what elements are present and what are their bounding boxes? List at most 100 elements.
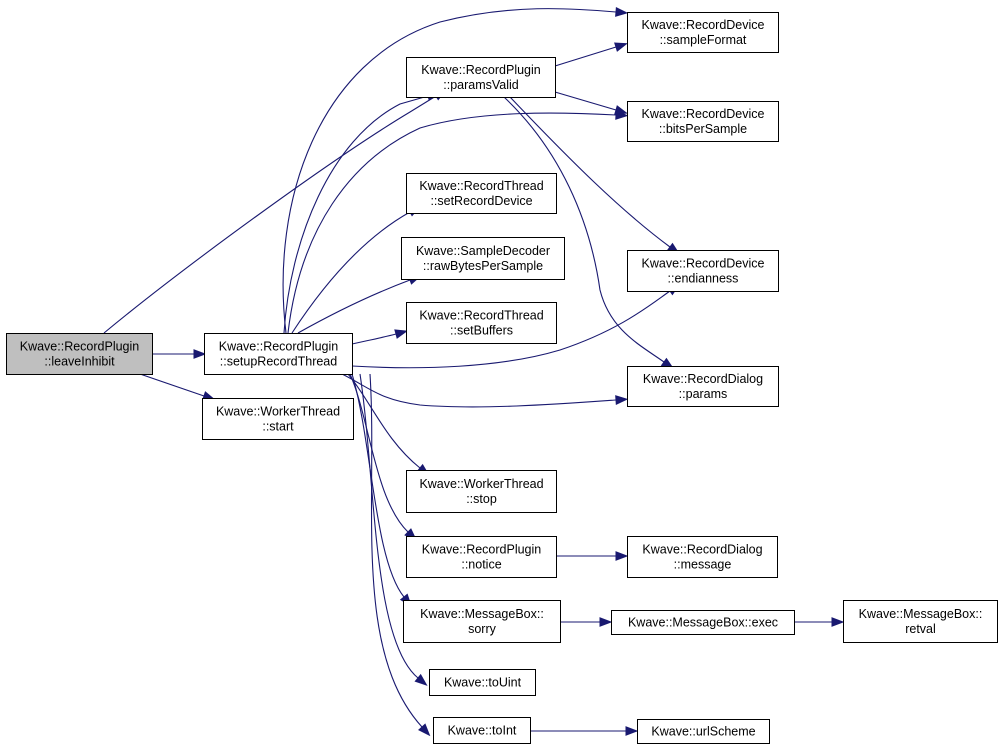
node-workerStart[interactable]: Kwave::WorkerThread::start [202,398,354,440]
node-box [406,470,557,513]
edge-sorry-to-exec [560,617,613,627]
edge-setupRecordThread-to-toUint [359,373,428,686]
node-label-line2: ::paramsValid [443,78,519,92]
edge-leaveInhibit-to-workerStart [139,373,216,401]
node-box [429,669,536,696]
node-label-line1: Kwave::toInt [448,724,517,738]
node-box [401,237,565,280]
node-setRecordDevice[interactable]: Kwave::RecordThread::setRecordDevice [406,173,557,214]
edge-paramsValid-to-bitsPerSample [554,91,628,115]
arrowhead-icon [615,395,629,405]
edge-setupRecordThread-to-rawBytesPerSample [297,275,422,334]
node-label-line1: Kwave::RecordDevice [642,107,765,121]
node-box [403,600,561,643]
edge-leaveInhibit-to-paramsValid [103,89,447,334]
node-label-line1: Kwave::WorkerThread [216,405,340,419]
edge-paramsValid-to-sampleFormat [554,42,628,67]
arrowhead-icon [414,673,428,686]
node-label-line2: retval [905,622,936,636]
edge-line [139,373,205,397]
edge-line [287,112,617,334]
arrowhead-icon [599,617,613,627]
node-workerStop[interactable]: Kwave::WorkerThread::stop [406,470,557,513]
node-box [406,302,557,344]
arrowhead-icon [418,723,431,737]
node-box [204,333,353,375]
node-label-line1: Kwave::RecordPlugin [20,340,140,354]
node-endianness[interactable]: Kwave::RecordDevice::endianness [627,250,779,292]
node-exec[interactable]: Kwave::MessageBox::exec [611,610,795,635]
node-label-line1: Kwave::RecordThread [419,309,543,323]
node-setupRecordThread[interactable]: Kwave::RecordPlugin::setupRecordThread [204,333,353,375]
node-label-line1: Kwave::RecordDialog [643,372,763,386]
node-bitsPerSample[interactable]: Kwave::RecordDevice::bitsPerSample [627,101,779,142]
node-retval[interactable]: Kwave::MessageBox::retval [843,600,998,643]
node-label-line2: ::setRecordDevice [430,194,532,208]
node-label-line2: ::params [679,387,728,401]
node-box [627,101,779,142]
node-label-line1: Kwave::MessageBox:: [420,607,544,621]
edge-line [351,290,671,369]
node-urlScheme[interactable]: Kwave::urlScheme [637,719,770,744]
node-box [637,719,770,744]
arrowhead-icon [614,105,628,115]
node-label-line2: ::leaveInhibit [44,355,115,369]
node-label-line1: Kwave::toUint [444,676,522,690]
edge-toInt-to-urlScheme [530,726,639,736]
edge-line [282,8,617,334]
edge-setupRecordThread-to-bitsPerSample [287,110,629,334]
node-box [406,173,557,214]
arrowhead-icon [193,349,207,359]
node-label-line1: Kwave::SampleDecoder [416,244,550,258]
arrowhead-icon [615,7,629,17]
node-label-line2: ::setupRecordThread [220,355,337,369]
edge-leaveInhibit-to-setupRecordThread [152,349,207,359]
edge-exec-to-retval [794,617,845,627]
node-sampleFormat[interactable]: Kwave::RecordDevice::sampleFormat [627,12,779,53]
edge-line [349,373,409,533]
edge-line [554,91,617,111]
node-sorry[interactable]: Kwave::MessageBox::sorry [403,600,561,643]
node-label-line2: sorry [468,622,497,636]
node-label-line2: ::stop [466,492,497,506]
arrowhead-icon [625,726,639,736]
edge-setupRecordThread-to-notice [349,373,417,541]
node-leaveInhibit[interactable]: Kwave::RecordPlugin::leaveInhibit [6,333,153,375]
node-label-line2: ::sampleFormat [660,33,747,47]
edge-setupRecordThread-to-setRecordDevice [291,205,421,334]
node-box [202,398,354,440]
edge-line [369,373,423,728]
edge-setupRecordThread-to-setBuffers [351,329,408,345]
node-label-line2: ::endianness [668,272,739,286]
edge-setupRecordThread-to-toInt [369,373,431,737]
edge-line [283,95,429,334]
node-paramsValid[interactable]: Kwave::RecordPlugin::paramsValid [406,57,556,98]
node-label-line1: Kwave::urlScheme [651,725,755,739]
nodes-layer: Kwave::RecordPlugin::leaveInhibitKwave::… [6,12,998,744]
node-label-line1: Kwave::RecordPlugin [421,63,541,77]
edge-setupRecordThread-to-sorry [351,373,412,607]
node-dialogMessage[interactable]: Kwave::RecordDialog::message [627,536,778,578]
edge-line [359,373,419,679]
node-setBuffers[interactable]: Kwave::RecordThread::setBuffers [406,302,557,344]
node-label-line1: Kwave::RecordDevice [642,257,765,271]
edge-line [554,46,617,67]
node-notice[interactable]: Kwave::RecordPlugin::notice [406,536,557,578]
node-rawBytesPerSample[interactable]: Kwave::SampleDecoder::rawBytesPerSample [401,237,565,280]
node-toUint[interactable]: Kwave::toUint [429,669,536,696]
node-label-line2: ::setBuffers [450,324,513,338]
node-dialogParams[interactable]: Kwave::RecordDialog::params [627,366,779,407]
node-box [406,57,556,98]
node-label-line2: ::notice [461,558,501,572]
node-label-line1: Kwave::MessageBox::exec [628,616,778,630]
node-label-line1: Kwave::RecordPlugin [219,340,339,354]
edge-line [291,211,411,334]
node-box [6,333,153,375]
edge-line [351,373,405,598]
node-label-line2: ::message [674,558,732,572]
arrowhead-icon [831,617,845,627]
node-label-line1: Kwave::MessageBox:: [859,607,983,621]
node-label-line1: Kwave::RecordDialog [642,543,762,557]
node-toInt[interactable]: Kwave::toInt [433,717,531,744]
node-box [433,717,531,744]
